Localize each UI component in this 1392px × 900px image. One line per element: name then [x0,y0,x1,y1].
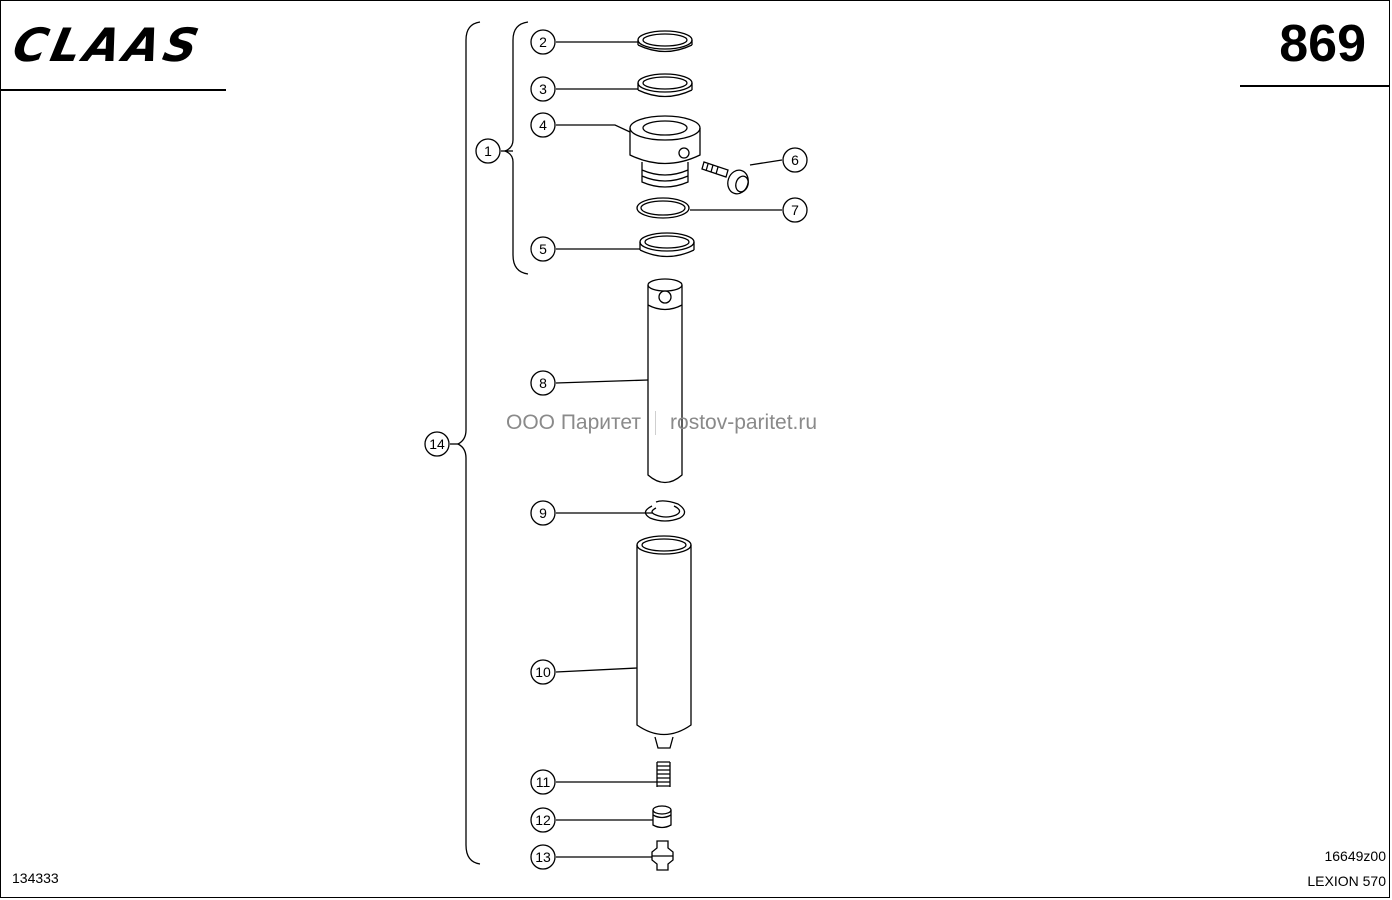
callout-label-9: 9 [539,505,547,521]
part-13-nipple [651,840,674,871]
callout-circle-9 [530,500,556,526]
callout-circle-1 [475,138,501,164]
part-3-ring [637,73,693,98]
callout-label-1: 1 [484,143,492,159]
watermark: ООО Паритет rostov-paritet.ru [506,411,818,436]
callout-label-6: 6 [791,152,799,168]
watermark-company: ООО Паритет [506,411,642,434]
drawing-number: 16649z00 [1324,848,1386,864]
callout-circle-6 [782,147,808,173]
leader-6 [749,159,783,166]
watermark-site: rostov-paritet.ru [670,411,818,434]
callout-label-10: 10 [535,664,551,680]
bracket-1 [503,21,529,275]
callout-circle-4 [530,112,556,138]
part-4-guide-head [629,115,701,188]
model-name: LEXION 570 [1307,873,1386,889]
callout-label-11: 11 [536,774,551,790]
callout-label-7: 7 [791,202,799,218]
callout-circle-7 [782,197,808,223]
callout-label-13: 13 [535,849,551,865]
part-6-grease-nipple [701,161,749,195]
callout-label-3: 3 [539,81,547,97]
callout-label-8: 8 [539,375,547,391]
leader-4 [556,124,631,133]
part-12-bushing [652,805,672,829]
callout-circle-5 [530,236,556,262]
part-8-piston-rod [647,278,683,484]
part-11-spring [656,761,671,787]
callout-circle-3 [530,76,556,102]
document-id: 134333 [12,870,59,886]
callout-label-5: 5 [539,241,547,257]
callout-circle-11 [530,769,556,795]
callout-label-2: 2 [539,34,547,50]
leader-8 [555,379,649,384]
page-number: 869 [1279,15,1366,73]
part-2-ring [637,30,693,53]
page-number-underline [1240,85,1390,87]
part-5-ring [639,232,695,258]
callout-circle-8 [530,370,556,396]
callout-circle-14 [424,431,450,457]
callout-label-12: 12 [535,812,551,828]
callout-circle-10 [530,659,556,685]
callout-circle-12 [530,807,556,833]
callout-circle-2 [530,29,556,55]
logo-underline [0,89,226,91]
part-9-circlip [644,500,686,522]
callout-circle-13 [530,844,556,870]
callout-label-4: 4 [539,117,547,133]
leader-10 [555,667,638,673]
callout-label-14: 14 [429,436,445,452]
part-7-o-ring [636,197,690,219]
watermark-separator [655,411,657,436]
part-10-cylinder [636,535,692,749]
